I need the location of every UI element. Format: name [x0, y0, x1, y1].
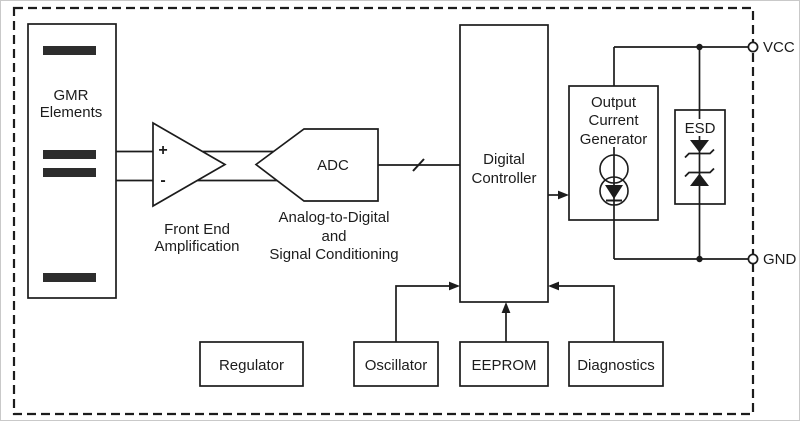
gnd-terminal-icon [747, 253, 759, 265]
eeprom-label: EEPROM [471, 357, 536, 374]
gnd-terminal-label: GND [763, 251, 797, 268]
front-end-label-line1: Front End [164, 221, 230, 238]
controller-to-ocg-arrow [548, 190, 569, 200]
gmr-label-line1: GMR [54, 87, 89, 104]
opamp-triangle-icon [152, 121, 227, 208]
diode-down-icon [605, 185, 623, 199]
vcc-terminal-icon [747, 41, 759, 53]
adc-label: ADC [317, 157, 349, 174]
regulator-box [199, 341, 304, 387]
arrowhead-right-icon [449, 281, 460, 291]
diagnostics-box [568, 341, 664, 387]
adc-to-controller-bus [378, 158, 460, 172]
esd-label: ESD [685, 120, 716, 137]
current-source-icon [599, 154, 629, 206]
oscillator-label: Oscillator [365, 357, 428, 374]
bus-slash-icon [412, 158, 425, 172]
diagnostics-to-controller-arrow [548, 281, 615, 342]
adc-caption-line2: and [321, 228, 346, 245]
diagnostics-label: Diagnostics [577, 357, 655, 374]
arrowhead-right-icon [558, 190, 569, 200]
zener-diode-pair-icon [684, 140, 715, 186]
ocg-label-line2: Current [588, 112, 639, 129]
esd-label-backing [684, 119, 715, 136]
regulator-label: Regulator [219, 357, 284, 374]
opamp-plus-input: + [158, 142, 167, 159]
front-end-label-line2: Amplification [154, 238, 239, 255]
gmr-element-bars-icon [43, 46, 96, 282]
arrowhead-up-icon [501, 302, 511, 313]
opamp-minus-input: - [160, 172, 165, 189]
digital-controller-label-line2: Controller [471, 170, 536, 187]
digital-controller-box [459, 24, 549, 303]
zener-bottom-icon [690, 173, 709, 186]
adc-caption-line3: Signal Conditioning [269, 246, 398, 263]
zener-top-icon [690, 140, 709, 153]
vcc-terminal-label: VCC [763, 39, 795, 56]
ocg-label-line3: Generator [580, 131, 648, 148]
adc-caption-line1: Analog-to-Digital [279, 209, 390, 226]
gmr-elements-box [27, 23, 117, 299]
oscillator-box [353, 341, 439, 387]
chip-boundary-dashed-border [12, 6, 755, 416]
eeprom-box [459, 341, 549, 387]
digital-controller-label-line1: Digital [483, 151, 525, 168]
eeprom-to-controller-arrow [501, 302, 511, 342]
vcc-rail [613, 46, 749, 86]
oscillator-to-controller-arrow [395, 281, 460, 342]
arrowhead-left-icon [548, 281, 559, 291]
gmr-label-line2: Elements [40, 104, 103, 121]
ocg-label-line1: Output [591, 94, 637, 111]
